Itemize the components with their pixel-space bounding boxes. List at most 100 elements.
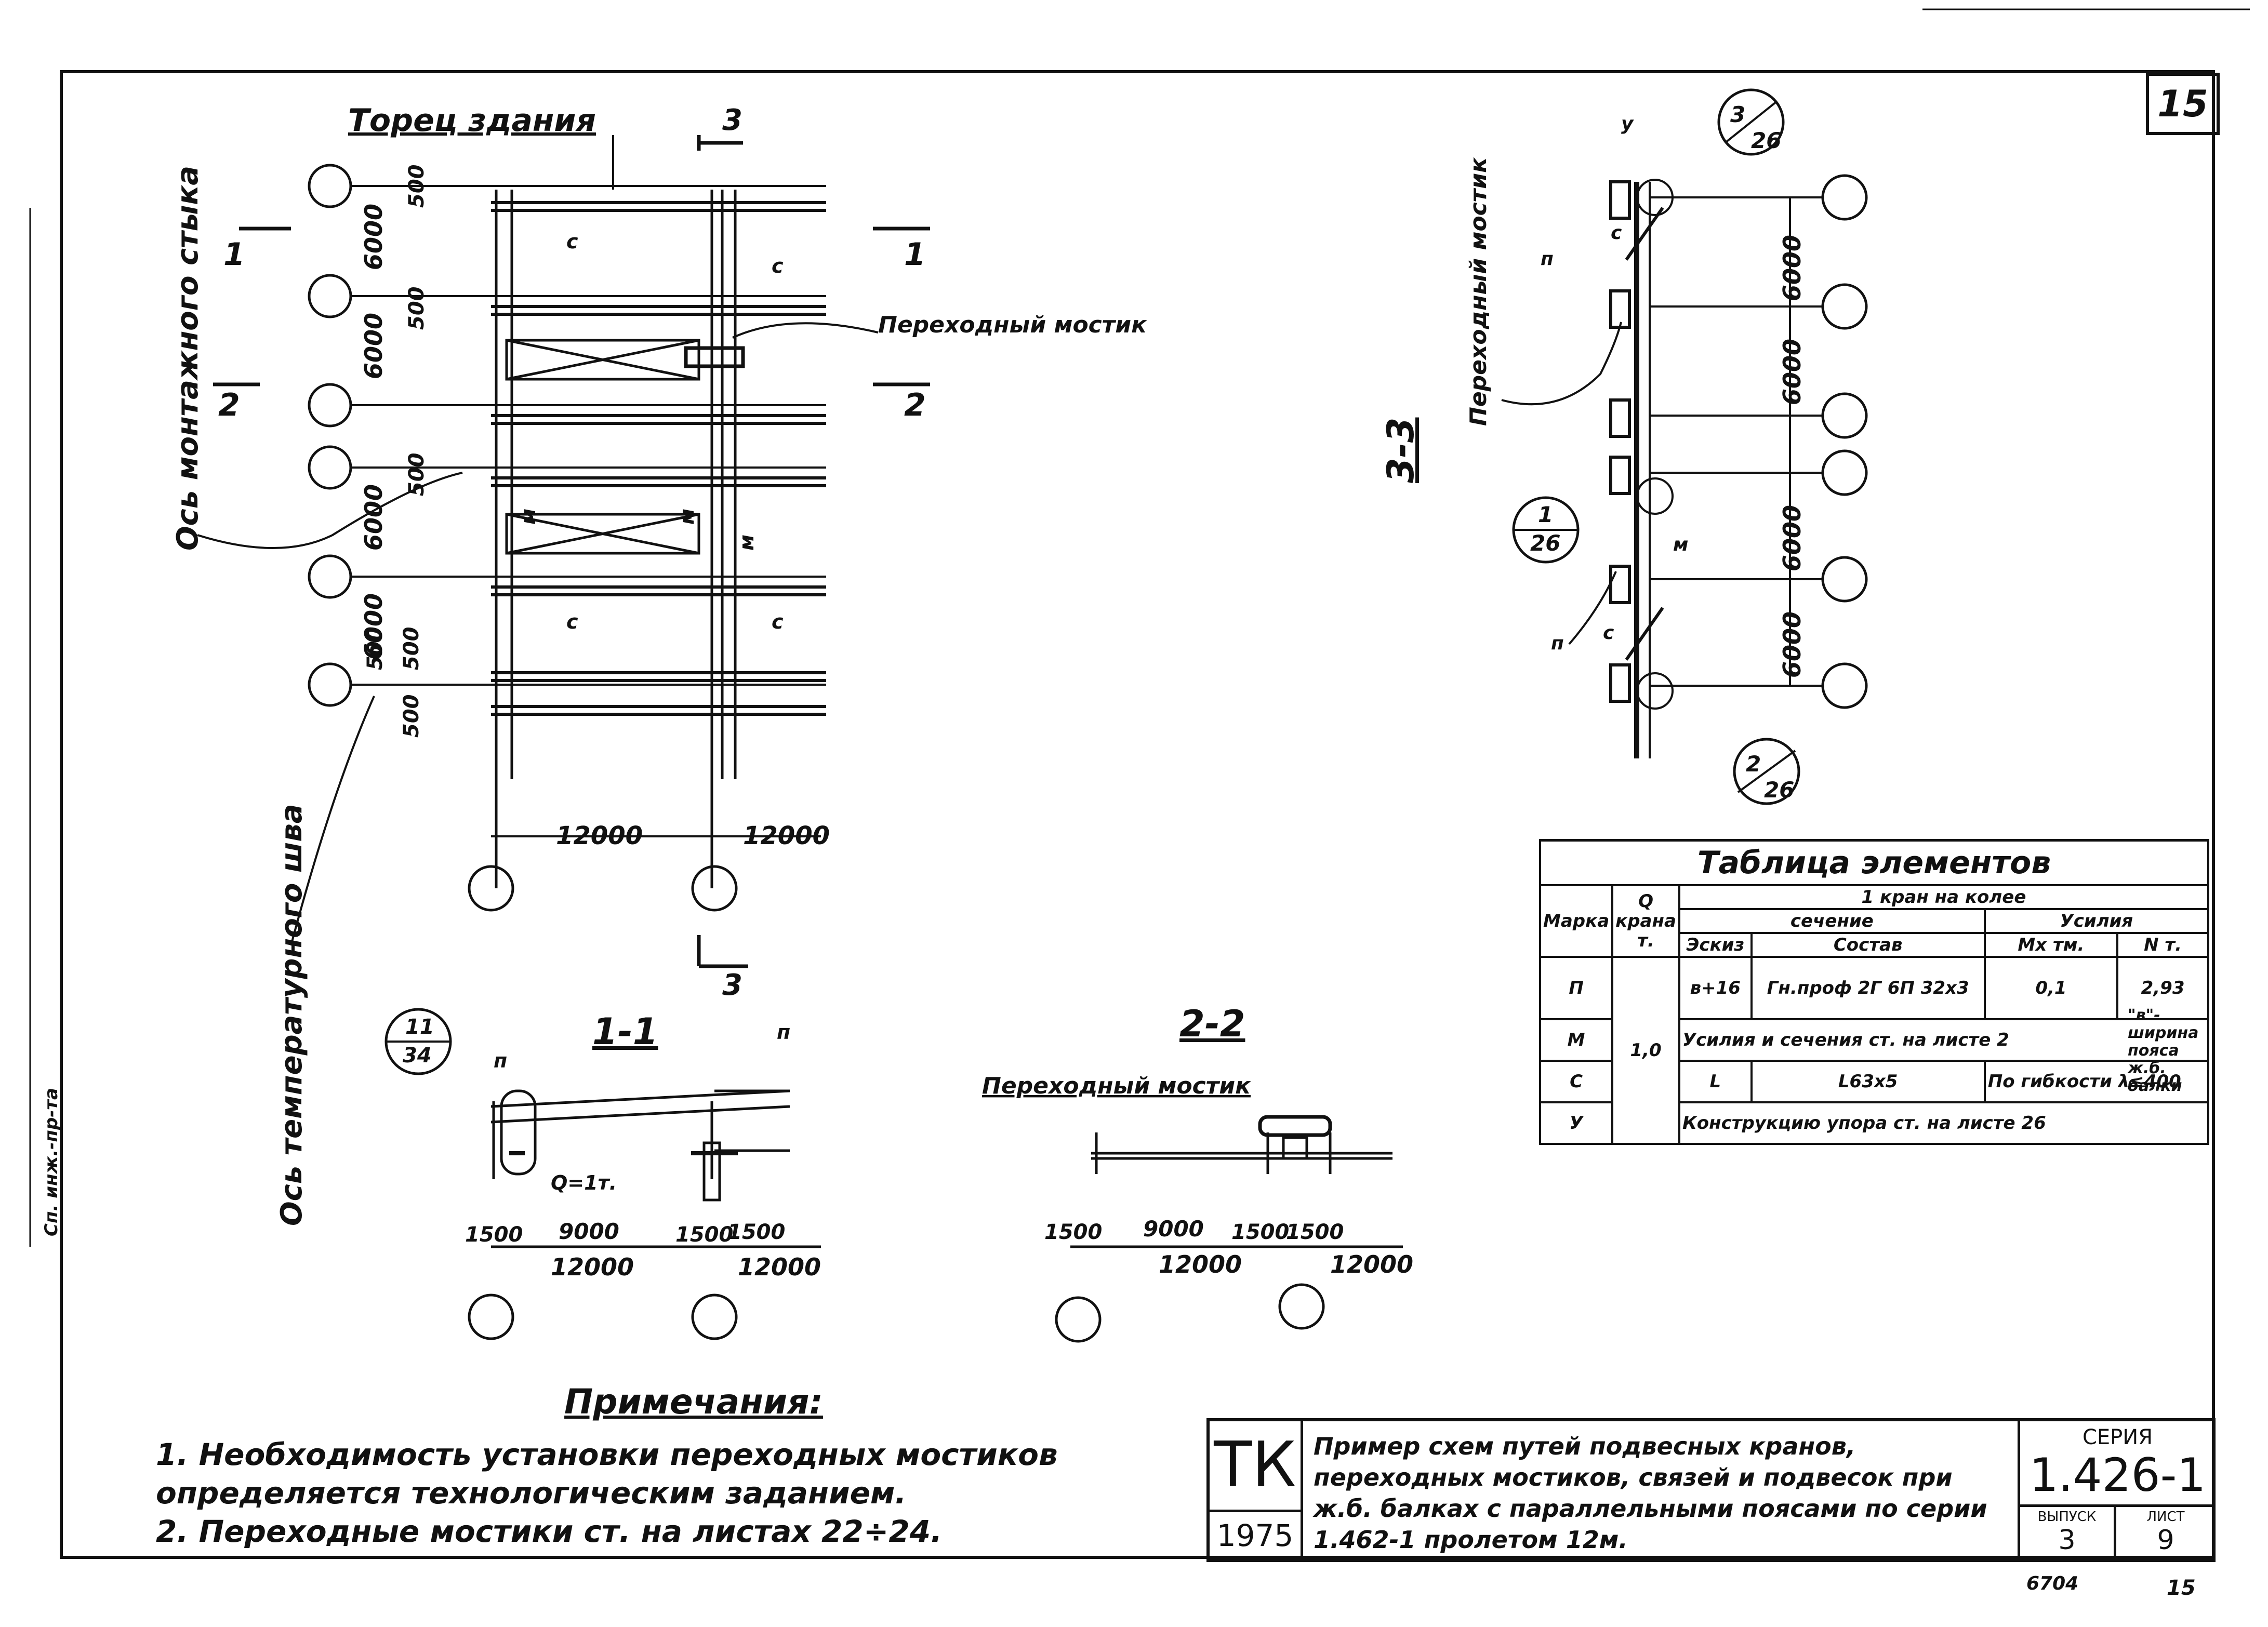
svg-text:2: 2 xyxy=(1746,751,1761,777)
table-row-composition: L63х5 xyxy=(1750,1060,1986,1103)
mark-c: с xyxy=(566,230,578,253)
issue-label: ВЫПУСК xyxy=(2037,1509,2097,1525)
axis-circles-left xyxy=(308,164,352,707)
mark-c: с xyxy=(566,610,578,633)
cut-3-top: 3 xyxy=(722,103,742,137)
svg-text:26: 26 xyxy=(1751,128,1781,153)
mark-m: м xyxy=(675,509,698,525)
note-item: 1. Необходимость установки переходных мо… xyxy=(156,1437,1058,1511)
section-3-3-title: 3-3 xyxy=(1380,418,1422,483)
bridge-panels xyxy=(505,339,745,555)
dim-500: 500 xyxy=(400,627,423,671)
section-2-2: 2-2 Переходный мостик 1500 9000 1500 150… xyxy=(982,1003,1413,1343)
dim-6000: 6000 xyxy=(1778,339,1806,405)
cut-3-bottom: 3 xyxy=(722,968,742,1002)
table-row-text: По гибкости λ≤400 xyxy=(1983,1060,2210,1103)
axis-mount-label: Ось монтажного стыка xyxy=(171,166,205,551)
ref-bubble-11-34: 11 34 xyxy=(384,1008,452,1075)
section-1-1-title: 1-1 xyxy=(592,1010,658,1053)
section-2-2-title: 2-2 xyxy=(1179,1003,1245,1045)
mark-m: м xyxy=(735,535,758,551)
cut-2-left: 2 xyxy=(218,387,240,423)
dim-500: 500 xyxy=(405,453,429,497)
axis-circle xyxy=(468,865,514,912)
dim-500: 500 xyxy=(405,165,429,208)
table-row-mark: У xyxy=(1538,1101,1614,1145)
issue-value: 3 xyxy=(2058,1525,2076,1556)
section-1-1: 1-1 11 34 Q=1т. п п 1500 9000 1500 1500 … xyxy=(384,1008,821,1340)
section-3-3: 3 26 1 26 2 26 3-3 Переходный мостик 600… xyxy=(1380,88,1868,805)
th-forces: Усилия xyxy=(1983,908,2210,934)
table-note: "в"- ширина пояса ж.б. балки xyxy=(2128,1006,2199,1095)
elements-table: Таблица элементов Марка Q крана т. 1 кра… xyxy=(1538,839,2210,1145)
dim: 1500 xyxy=(1231,1220,1289,1244)
drawing-title: Пример схем путей подвесных кранов, пере… xyxy=(1314,1432,1987,1554)
side-label: Сп. инж.-пр-та xyxy=(41,1088,62,1236)
table-row-text: Конструкцию упора ст. на листе 26 xyxy=(1678,1101,2210,1145)
dim-v-3: 6000 xyxy=(360,484,388,551)
sheet-value: 9 xyxy=(2157,1525,2174,1556)
th-n: N т. xyxy=(2116,932,2209,958)
series-block: СЕРИЯ 1.426-1 ВЫПУСК 3 ЛИСТ 9 xyxy=(2018,1421,2215,1562)
series-label: СЕРИЯ xyxy=(2082,1425,2153,1449)
table-row-n: 2,93 xyxy=(2116,956,2209,1020)
svg-text:3: 3 xyxy=(1730,102,1745,127)
cut-2-right: 2 xyxy=(904,387,926,423)
notes-title: Примечания: xyxy=(564,1382,823,1422)
axis-circle xyxy=(691,865,738,912)
table-row-sketch: L xyxy=(1678,1060,1753,1103)
footer-page: 15 xyxy=(2167,1576,2196,1600)
mark-p: п xyxy=(494,1049,507,1072)
sheet-number: 15 xyxy=(2146,73,2220,135)
svg-text:26: 26 xyxy=(1764,777,1794,803)
table-row-sketch: в+16 xyxy=(1678,956,1753,1020)
dim: 9000 xyxy=(1143,1216,1204,1242)
svg-text:11: 11 xyxy=(405,1015,434,1039)
notes: Примечания: 1. Необходимость установки п… xyxy=(156,1382,1169,1551)
table-row-q: 1,0 xyxy=(1611,956,1680,1145)
dim-v-4: 6000 xyxy=(360,593,388,660)
dim-500: 500 xyxy=(405,287,429,330)
table-row-mx: 0,1 xyxy=(1983,956,2119,1020)
axis-temp-label: Ось температурного шва xyxy=(275,804,309,1226)
load-label: Q=1т. xyxy=(551,1171,617,1194)
mark-p: п xyxy=(777,1021,790,1044)
dim-h-1: 12000 xyxy=(556,821,643,850)
dim: 12000 xyxy=(738,1253,821,1281)
dim-v-2: 6000 xyxy=(360,313,388,379)
org-code: ТК xyxy=(1210,1421,1303,1512)
dim: 12000 xyxy=(1330,1250,1413,1278)
title-block: ТК 1975 Пример схем путей подвесных кран… xyxy=(1206,1418,2216,1562)
dim-6000: 6000 xyxy=(1778,235,1806,301)
dim-500: 500 xyxy=(363,627,387,671)
footer-code: 6704 xyxy=(2026,1573,2078,1594)
dim: 1500 xyxy=(1044,1220,1102,1244)
table-caption: Таблица элементов xyxy=(1539,839,2209,886)
mark-m: м xyxy=(517,509,540,525)
mark-m: м xyxy=(1673,534,1688,555)
dim: 1500 xyxy=(465,1223,523,1247)
th-sketch: Эскиз xyxy=(1678,932,1753,958)
mark-c: с xyxy=(1611,222,1622,244)
dim: 12000 xyxy=(551,1253,634,1281)
plan-view: Торец здания Ось монтажного стыка Ось те… xyxy=(171,102,1147,1226)
svg-text:26: 26 xyxy=(1530,530,1560,556)
dim: 1500 xyxy=(727,1220,785,1244)
year: 1975 xyxy=(1210,1512,1303,1559)
note-item: 2. Переходные мостики ст. на листах 22÷2… xyxy=(156,1514,943,1549)
ref-bubble-1-26: 1 26 xyxy=(1512,496,1580,564)
mark-p: п xyxy=(1541,248,1554,270)
plan-bridge-label: Переходный мостик xyxy=(878,312,1147,338)
series-number: 1.426-1 xyxy=(2029,1448,2206,1502)
mark-p: п xyxy=(1551,633,1564,654)
th-section: сечение xyxy=(1678,908,1986,934)
table-row-mark: М xyxy=(1538,1018,1614,1062)
mark-c: с xyxy=(1603,622,1614,644)
plan-title: Торец здания xyxy=(348,102,596,139)
th-q: Q крана т. xyxy=(1611,884,1680,958)
section-3-3-bridge-label: Переходный мостик xyxy=(1465,157,1492,426)
dim-6000: 6000 xyxy=(1778,611,1806,678)
th-mark: Марка xyxy=(1538,884,1614,958)
